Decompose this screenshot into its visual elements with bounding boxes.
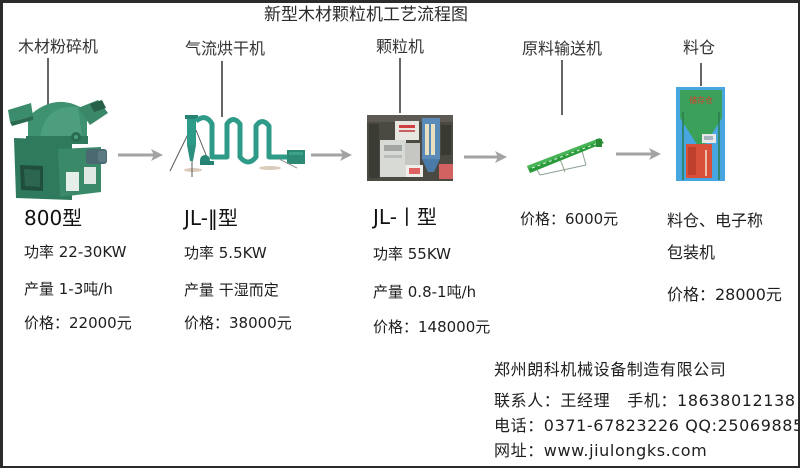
flow-arrows: [118, 148, 661, 163]
spec-price: 价格：22000元: [24, 314, 132, 332]
spec-price: 价格：6000元: [520, 210, 619, 228]
airflow-dryer-illustration: [169, 115, 305, 177]
label-connectors: [47, 58, 702, 117]
label-silo: 料仓: [683, 38, 716, 57]
spec-output: 产量 干湿而定: [184, 281, 279, 299]
model-name: 800型: [24, 206, 83, 230]
company-contact: 联系人：王经理 手机：18638012138: [494, 391, 796, 410]
arrow-right-icon: [118, 149, 163, 161]
label-airflow-dryer: 气流烘干机: [185, 39, 266, 58]
silo-packing-illustration: 储存仓: [676, 87, 725, 181]
spec-price: 价格：38000元: [184, 314, 292, 332]
wood-crusher-illustration: [8, 100, 108, 200]
spec-power: 功率 5.5KW: [184, 244, 267, 262]
spec-price: 价格：28000元: [667, 285, 782, 304]
company-phone: 电话：0371-67823226 QQ:2506988588: [494, 416, 800, 435]
model-name: JL-丨型: [373, 205, 437, 229]
spec-price: 价格：148000元: [373, 318, 491, 336]
pellet-mill-photo: [367, 115, 453, 181]
frame-border-top: [0, 0, 800, 3]
label-pellet-mill: 颗粒机: [376, 37, 425, 56]
spec-power: 功率 55KW: [373, 245, 451, 263]
item-description: 包装机: [667, 243, 716, 262]
arrow-right-icon: [464, 151, 507, 163]
spec-power: 功率 22-30KW: [24, 243, 127, 261]
model-name: JL-‖型: [184, 206, 238, 230]
arrow-right-icon: [616, 148, 661, 160]
label-wood-crusher: 木材粉碎机: [18, 37, 99, 56]
frame-border-bottom: [0, 466, 800, 468]
company-name: 郑州朗科机械设备制造有限公司: [494, 360, 727, 379]
spec-output: 产量 1-3吨/h: [24, 280, 113, 298]
diagram-title: 新型木材颗粒机工艺流程图: [264, 5, 468, 25]
frame-border-right: [798, 0, 800, 468]
label-conveyor: 原料输送机: [522, 39, 603, 58]
frame-border-left: [0, 0, 3, 468]
arrow-right-icon: [311, 149, 352, 161]
spec-output: 产量 0.8-1吨/h: [373, 283, 477, 301]
silo-sign: 储存仓: [689, 95, 713, 105]
conveyor-illustration: [527, 138, 604, 176]
company-website: 网址：www.jiulongks.com: [494, 441, 708, 460]
item-description: 料仓、电子称: [667, 211, 764, 230]
